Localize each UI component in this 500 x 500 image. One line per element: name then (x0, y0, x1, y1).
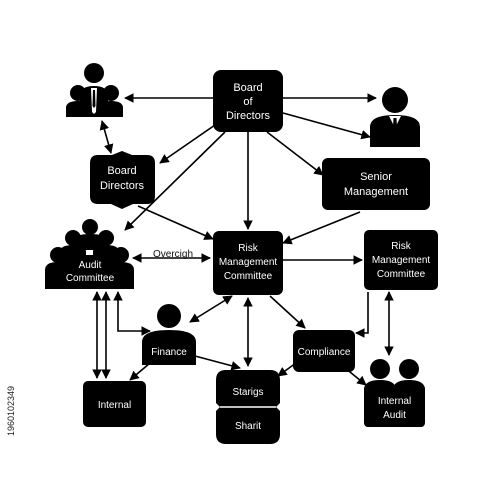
startigs-label: Starigs (232, 387, 263, 398)
executive-person-icon (370, 87, 420, 147)
audit-committee-line-2: Committee (66, 273, 115, 284)
edge-group-icon-board-directors (99, 120, 114, 154)
edge-board-to-audit-committee (124, 131, 226, 231)
edge-audit-to-finance (113, 291, 151, 336)
edge-finance-to-internal (129, 362, 151, 381)
internal-node[interactable]: Internal (83, 381, 146, 427)
board-of-directors-line-3: Directors (226, 110, 271, 122)
senior-management-line-1: Senior (360, 171, 392, 183)
compliance-label: Compliance (298, 347, 351, 358)
board-of-directors-line-1: Board (233, 82, 262, 94)
compliance-node[interactable]: Compliance (293, 330, 355, 372)
internal-label: Internal (98, 400, 131, 411)
risk-right-line-1: Risk (391, 241, 411, 252)
internal-audit-line-1: Internal (378, 396, 411, 407)
group-people-icon (66, 63, 123, 117)
oversight-edge-label: Overcigh (153, 249, 193, 260)
board-of-directors-node[interactable]: Board of Directors (213, 70, 283, 132)
edge-board-to-executive-icon-lower (282, 112, 371, 140)
risk-right-line-3: Committee (377, 269, 426, 280)
edge-board-to-senior-management (266, 131, 324, 176)
startigs-sharit-node[interactable]: Starigs Sharit (216, 370, 280, 444)
risk-management-committee-right-node[interactable]: Risk Management Committee (364, 230, 438, 290)
finance-label: Finance (151, 347, 187, 358)
sharit-label: Sharit (235, 421, 261, 432)
internal-audit-node[interactable]: Internal Audit (364, 359, 425, 427)
board-directors-node[interactable]: Board Directors (90, 151, 155, 209)
board-directors-line-2: Directors (100, 180, 145, 192)
edge-board-to-board-directors (159, 124, 216, 164)
board-directors-line-1: Board (107, 165, 136, 177)
risk-center-line-2: Management (219, 257, 278, 268)
board-of-directors-line-2: of (243, 96, 253, 108)
risk-center-line-1: Risk (238, 243, 258, 254)
senior-management-line-2: Management (344, 186, 408, 198)
internal-audit-line-2: Audit (383, 410, 406, 421)
finance-node[interactable]: Finance (142, 304, 196, 365)
risk-right-line-2: Management (372, 255, 431, 266)
audit-committee-line-1: Audit (79, 260, 102, 271)
edge-board-directors-to-risk-center (137, 205, 214, 240)
senior-management-node[interactable]: Senior Management (322, 158, 430, 210)
edge-risk-center-compliance (269, 295, 306, 329)
audit-committee-node[interactable]: Audit Committee (45, 219, 134, 289)
side-id-text: 1960102349 (6, 386, 16, 436)
risk-management-committee-center-node[interactable]: Risk Management Committee (213, 231, 283, 295)
edge-senior-management-to-risk-center (282, 211, 361, 245)
edges (92, 93, 394, 386)
edge-risk-center-finance (189, 295, 233, 323)
edge-risk-right-to-compliance (355, 292, 369, 338)
risk-center-line-3: Committee (224, 271, 273, 282)
